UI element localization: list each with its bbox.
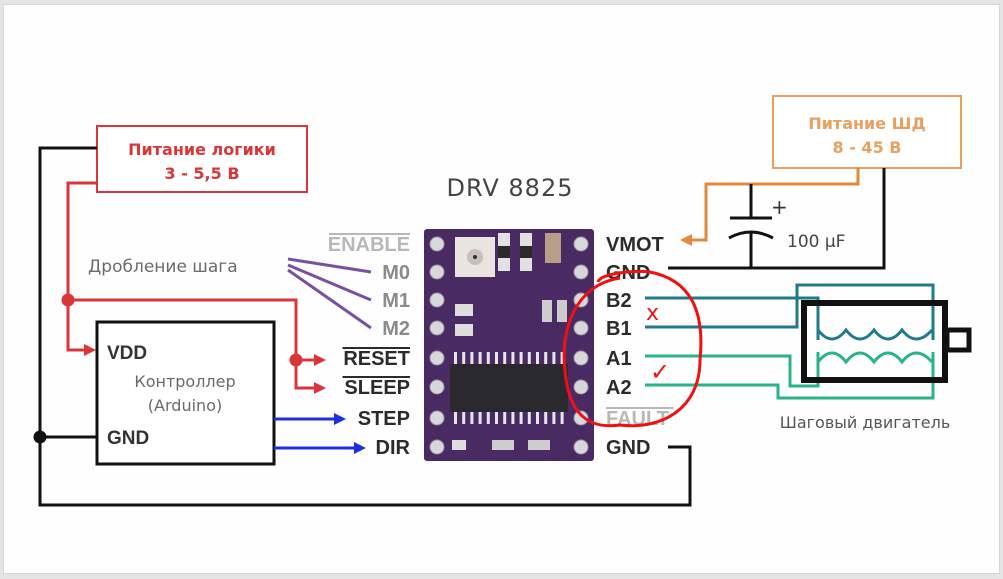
left-pin-step: STEP (358, 408, 410, 430)
board-left-pin-6 (429, 410, 445, 426)
arrow-sleep-icon (314, 382, 326, 394)
right-pin-b2: B2 (606, 290, 632, 312)
arrow-step-icon (334, 413, 346, 425)
check-mark-icon: ✓ (650, 358, 670, 386)
left-pin-reset: RESET (343, 348, 410, 370)
left-pin-m2: M2 (382, 318, 410, 340)
board-right-pin-3 (573, 320, 589, 336)
left-pin-m0: M0 (382, 262, 410, 284)
motor-power-title: Питание ШД (808, 114, 925, 133)
microstep-label: Дробление шага (88, 257, 238, 277)
controller-vdd-label: VDD (107, 343, 147, 364)
board-left-pin-7 (429, 439, 445, 455)
left-pin-dir: DIR (376, 437, 411, 459)
motor-power-wire (668, 168, 886, 270)
logic-power-title: Питание логики (128, 140, 276, 159)
board-left-pin-0 (429, 236, 445, 252)
arrow-dir-icon (354, 442, 366, 454)
arrow-reset-icon (314, 354, 326, 366)
ground-wire (33, 146, 692, 507)
board-right-pin-0 (573, 236, 589, 252)
cross-mark-icon: x (646, 301, 659, 326)
left-pin-enable: ENABLE (328, 234, 410, 256)
board-left-pin-5 (429, 379, 445, 395)
controller-gnd-label: GND (107, 428, 149, 449)
junction-dot (33, 430, 47, 444)
signal-wires (274, 413, 366, 454)
annotation-circle (562, 270, 703, 428)
right-pin-vmot: VMOT (606, 234, 664, 256)
right-pin-a1: A1 (606, 348, 632, 370)
board-right-pin-6 (573, 410, 589, 426)
capacitor-label: 100 µF (787, 232, 845, 252)
driver-chip (450, 364, 568, 412)
logic-power-box: Питание логики 3 - 5,5 В (96, 125, 308, 193)
controller-title: Контроллер (134, 372, 235, 391)
capacitor-polarity: + (771, 195, 788, 219)
board-right-pin-7 (573, 439, 589, 455)
board-left-pin-3 (429, 320, 445, 336)
logic-power-voltage: 3 - 5,5 В (164, 164, 239, 183)
motor-power-voltage: 8 - 45 В (833, 138, 902, 157)
arrow-vdd-icon (84, 344, 96, 356)
board-right-pin-5 (573, 379, 589, 395)
board-left-pin-4 (429, 350, 445, 366)
right-pin-gnd-2: GND (606, 437, 650, 459)
microstep-wires (287, 257, 372, 330)
controller-box: VDD Контроллер (Arduino) GND (95, 320, 276, 466)
motor-label: Шаговый двигатель (780, 413, 951, 432)
motor-power-box: Питание ШД 8 - 45 В (772, 95, 962, 169)
diagram-title: DRV 8825 (447, 174, 574, 202)
right-pin-b1: B1 (606, 318, 632, 340)
board-right-pin-4 (573, 350, 589, 366)
stepper-motor-icon (801, 300, 972, 383)
board-left-pin-1 (429, 264, 445, 280)
board-left-pin-2 (429, 292, 445, 308)
board-right-pin-1 (573, 264, 589, 280)
controller-subtitle: (Arduino) (148, 396, 222, 415)
arrow-vmot-icon (680, 234, 692, 246)
right-pin-a2: A2 (606, 377, 632, 399)
left-pin-m1: M1 (382, 290, 410, 312)
drv8825-board (424, 229, 594, 461)
left-pin-sleep: SLEEP (344, 377, 410, 399)
logic-power-wire (61, 181, 326, 394)
